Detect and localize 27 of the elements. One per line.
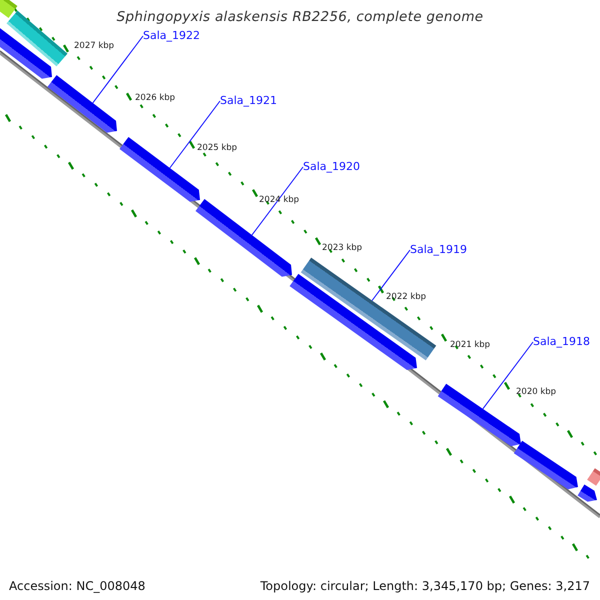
gene-label: Sala_1922 [143, 29, 200, 42]
tick-label: 2027 kbp [74, 41, 114, 51]
leader-line [169, 100, 220, 168]
gene-label: Sala_1921 [220, 94, 278, 107]
tick-label: 2022 kbp [386, 292, 426, 302]
tick-label: 2026 kbp [135, 93, 176, 103]
gene-label: Sala_1918 [533, 335, 590, 348]
tick-label: 2021 kbp [450, 340, 490, 350]
leader-line [251, 166, 304, 236]
gene-label: Sala_1919 [410, 243, 468, 256]
gene-feature [300, 258, 436, 360]
gene-feature [6, 10, 68, 66]
genome-summary: Topology: circular; Length: 3,345,170 bp; Genes: 3,217 [260, 579, 590, 593]
accession-number: Accession: NC_008048 [9, 579, 146, 593]
tick-label: 2025 kbp [197, 143, 238, 153]
gene-label: Sala_1920 [303, 160, 360, 173]
diagram-title: Sphingopyxis alaskensis RB2256, complete genome [116, 9, 484, 25]
gene-feature [514, 440, 578, 490]
tick-label: 2020 kbp [516, 387, 556, 397]
leader-line [92, 36, 144, 104]
leader-line [482, 342, 534, 410]
leader-line [372, 250, 410, 301]
tick-label: 2023 kbp [322, 243, 362, 253]
gene-feature [0, 0, 18, 18]
gene-feature [47, 75, 117, 133]
gene-feature [587, 468, 600, 486]
gene-feature [578, 484, 597, 502]
